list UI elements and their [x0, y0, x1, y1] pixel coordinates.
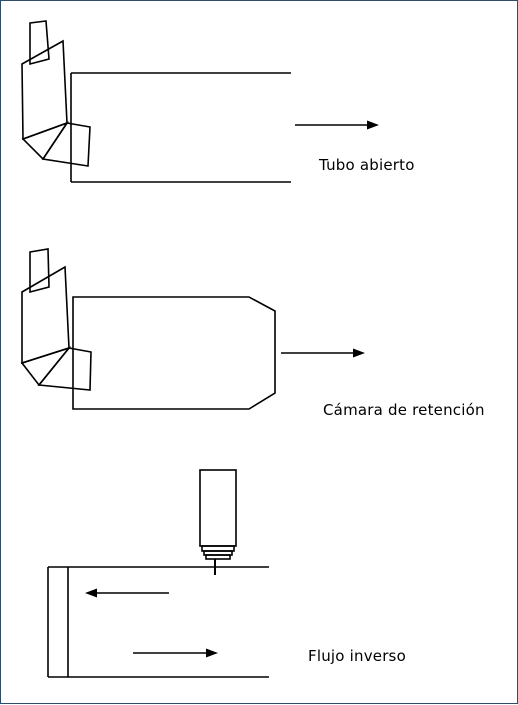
open-tube-nozzle [21, 20, 91, 167]
open-tube-label: Tubo abierto [319, 156, 415, 174]
open-tube-flow-arrow [295, 120, 379, 130]
retention-chamber-label: Cámara de retención [323, 401, 485, 419]
retention-chamber-body [72, 296, 276, 410]
retention-chamber-flow-arrow [281, 348, 365, 358]
open-tube-panel [21, 20, 379, 183]
open-tube-pipe [70, 72, 291, 183]
reverse-flow-pipe [47, 566, 269, 678]
reverse-flow-label: Flujo inverso [308, 647, 406, 665]
retention-chamber-panel [20, 248, 365, 410]
retention-chamber-nozzle [20, 248, 92, 391]
reverse-flow-left-arrow [85, 588, 169, 598]
reverse-flow-nozzle [199, 469, 237, 575]
reverse-flow-right-arrow [133, 648, 218, 658]
reverse-flow-panel [47, 469, 269, 678]
